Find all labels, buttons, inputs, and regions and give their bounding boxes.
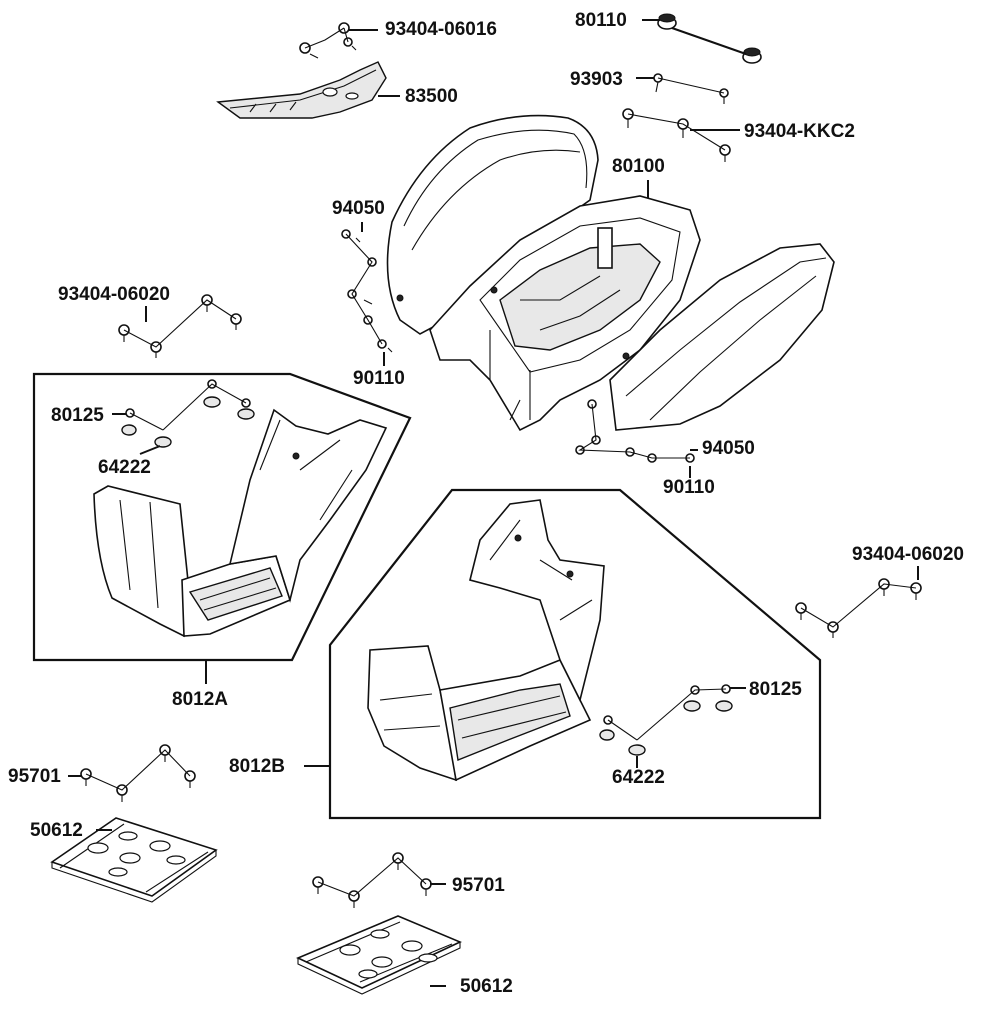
part-50612-bottom: [296, 915, 462, 995]
part-80110: [657, 13, 762, 64]
label-93404-06020-left: 93404-06020: [58, 284, 170, 305]
label-80110: 80110: [575, 10, 627, 31]
box-8012B: [328, 488, 822, 820]
part-83500: [216, 61, 387, 119]
label-94050-top: 94050: [332, 198, 385, 219]
label-8012a: 8012A: [172, 689, 228, 710]
part-95701-left: [80, 744, 196, 802]
label-64222-right: 64222: [612, 767, 665, 788]
part-80100-rear-fender: [386, 114, 835, 432]
label-80100: 80100: [612, 156, 665, 177]
label-90110-left: 90110: [353, 368, 405, 389]
part-94050-90110-left: [341, 229, 393, 353]
label-95701-bottom: 95701: [452, 875, 505, 896]
part-94050-90110-right: [575, 399, 695, 463]
label-8012b: 8012B: [229, 756, 285, 777]
label-90110-right: 90110: [663, 477, 715, 498]
label-93404-kkc2: 93404-KKC2: [744, 121, 855, 142]
label-93404-06020-right: 93404-06020: [852, 544, 964, 565]
part-93404-KKC2: [622, 108, 731, 162]
leader-lines: [68, 19, 919, 987]
label-80125-right: 80125: [749, 679, 802, 700]
label-50612-left: 50612: [30, 820, 83, 841]
label-50612-bottom: 50612: [460, 976, 513, 997]
part-50612-left: [50, 817, 218, 903]
label-93903: 93903: [570, 69, 623, 90]
label-83500: 83500: [405, 86, 458, 107]
label-94050-right: 94050: [702, 438, 755, 459]
part-93903: [653, 73, 729, 104]
label-95701-left: 95701: [8, 766, 61, 787]
bolt-93404-06016: [299, 22, 357, 59]
label-80125-left: 80125: [51, 405, 104, 426]
part-93404-06020-right: [795, 578, 922, 638]
label-93404-06016: 93404-06016: [385, 19, 497, 40]
box-8012A: [32, 372, 412, 662]
label-64222-left: 64222: [98, 457, 151, 478]
part-95701-bottom: [312, 852, 432, 908]
part-93404-06020-left: [118, 294, 242, 358]
